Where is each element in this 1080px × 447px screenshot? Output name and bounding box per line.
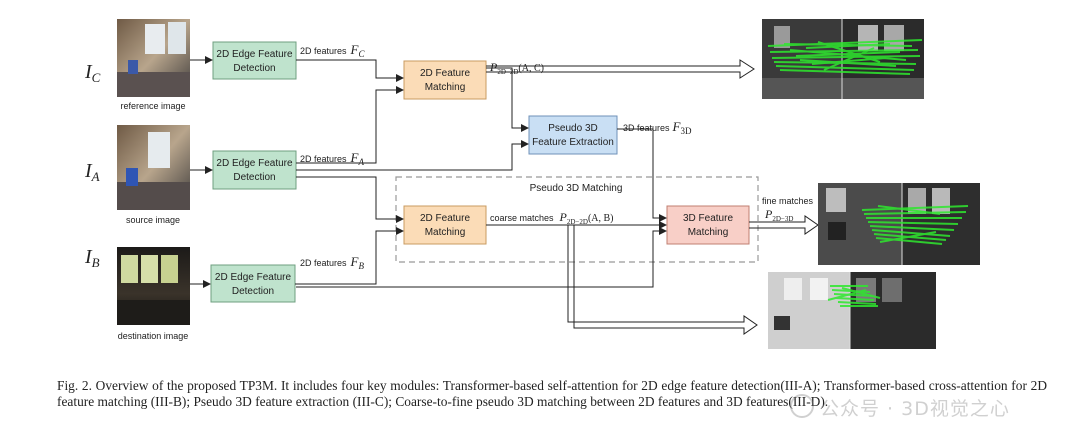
svg-text:Detection: Detection (233, 63, 275, 74)
label-pac: P2D−2D(A, C) (489, 60, 544, 76)
svg-text:2D Feature: 2D Feature (420, 213, 470, 224)
3d-feature-matching: 3D Feature Matching (666, 205, 750, 245)
svg-text:Feature Extraction: Feature Extraction (532, 137, 614, 148)
svg-text:3D Feature: 3D Feature (683, 213, 733, 224)
figure-caption: Fig. 2. Overview of the proposed TP3M. I… (57, 378, 1047, 409)
pseudo-3d-extraction: Pseudo 3D Feature Extraction (528, 115, 618, 155)
feature-matching-top: 2D Feature Matching (403, 60, 487, 100)
label-fine-sym: P2D−3D (764, 207, 793, 223)
svg-text:Matching: Matching (688, 227, 729, 238)
svg-text:2D Edge Feature: 2D Edge Feature (216, 158, 293, 169)
feature-matching-mid: 2D Feature Matching (403, 205, 487, 245)
svg-text:Pseudo 3D: Pseudo 3D (548, 123, 597, 134)
svg-text:2D Feature: 2D Feature (420, 68, 470, 79)
svg-text:Matching: Matching (425, 82, 466, 93)
edge-detection-mid: 2D Edge Feature Detection (212, 150, 297, 190)
source-image (117, 125, 190, 210)
output-image-top (762, 19, 924, 99)
svg-text:Detection: Detection (233, 172, 275, 183)
label-fine-text: fine matches (762, 196, 814, 206)
svg-text:Matching: Matching (425, 227, 466, 238)
arrows (190, 56, 667, 288)
edge-detection-bottom: 2D Edge Feature Detection (210, 264, 296, 303)
ia-symbol: IA (84, 160, 100, 184)
ic-symbol: IC (84, 61, 101, 85)
output-image-mid (818, 183, 980, 265)
edge-detection-top: 2D Edge Feature Detection (212, 41, 297, 80)
destination-image-label: destination image (118, 331, 189, 341)
watermark: 公众号 · 3D视觉之心 (790, 394, 1010, 421)
svg-text:2D Edge Feature: 2D Edge Feature (215, 272, 292, 283)
ib-symbol: IB (84, 246, 100, 270)
pseudo-3d-matching-label: Pseudo 3D Matching (530, 183, 623, 194)
pipeline-diagram: IC IA IB reference image source image de… (84, 19, 980, 349)
destination-image (117, 247, 190, 325)
output-image-bottom (768, 272, 936, 349)
source-image-label: source image (126, 215, 180, 225)
reference-image-label: reference image (120, 101, 185, 111)
wechat-icon (790, 394, 814, 418)
svg-text:2D Edge Feature: 2D Edge Feature (216, 49, 293, 60)
svg-text:Detection: Detection (232, 286, 274, 297)
reference-image (117, 19, 190, 97)
